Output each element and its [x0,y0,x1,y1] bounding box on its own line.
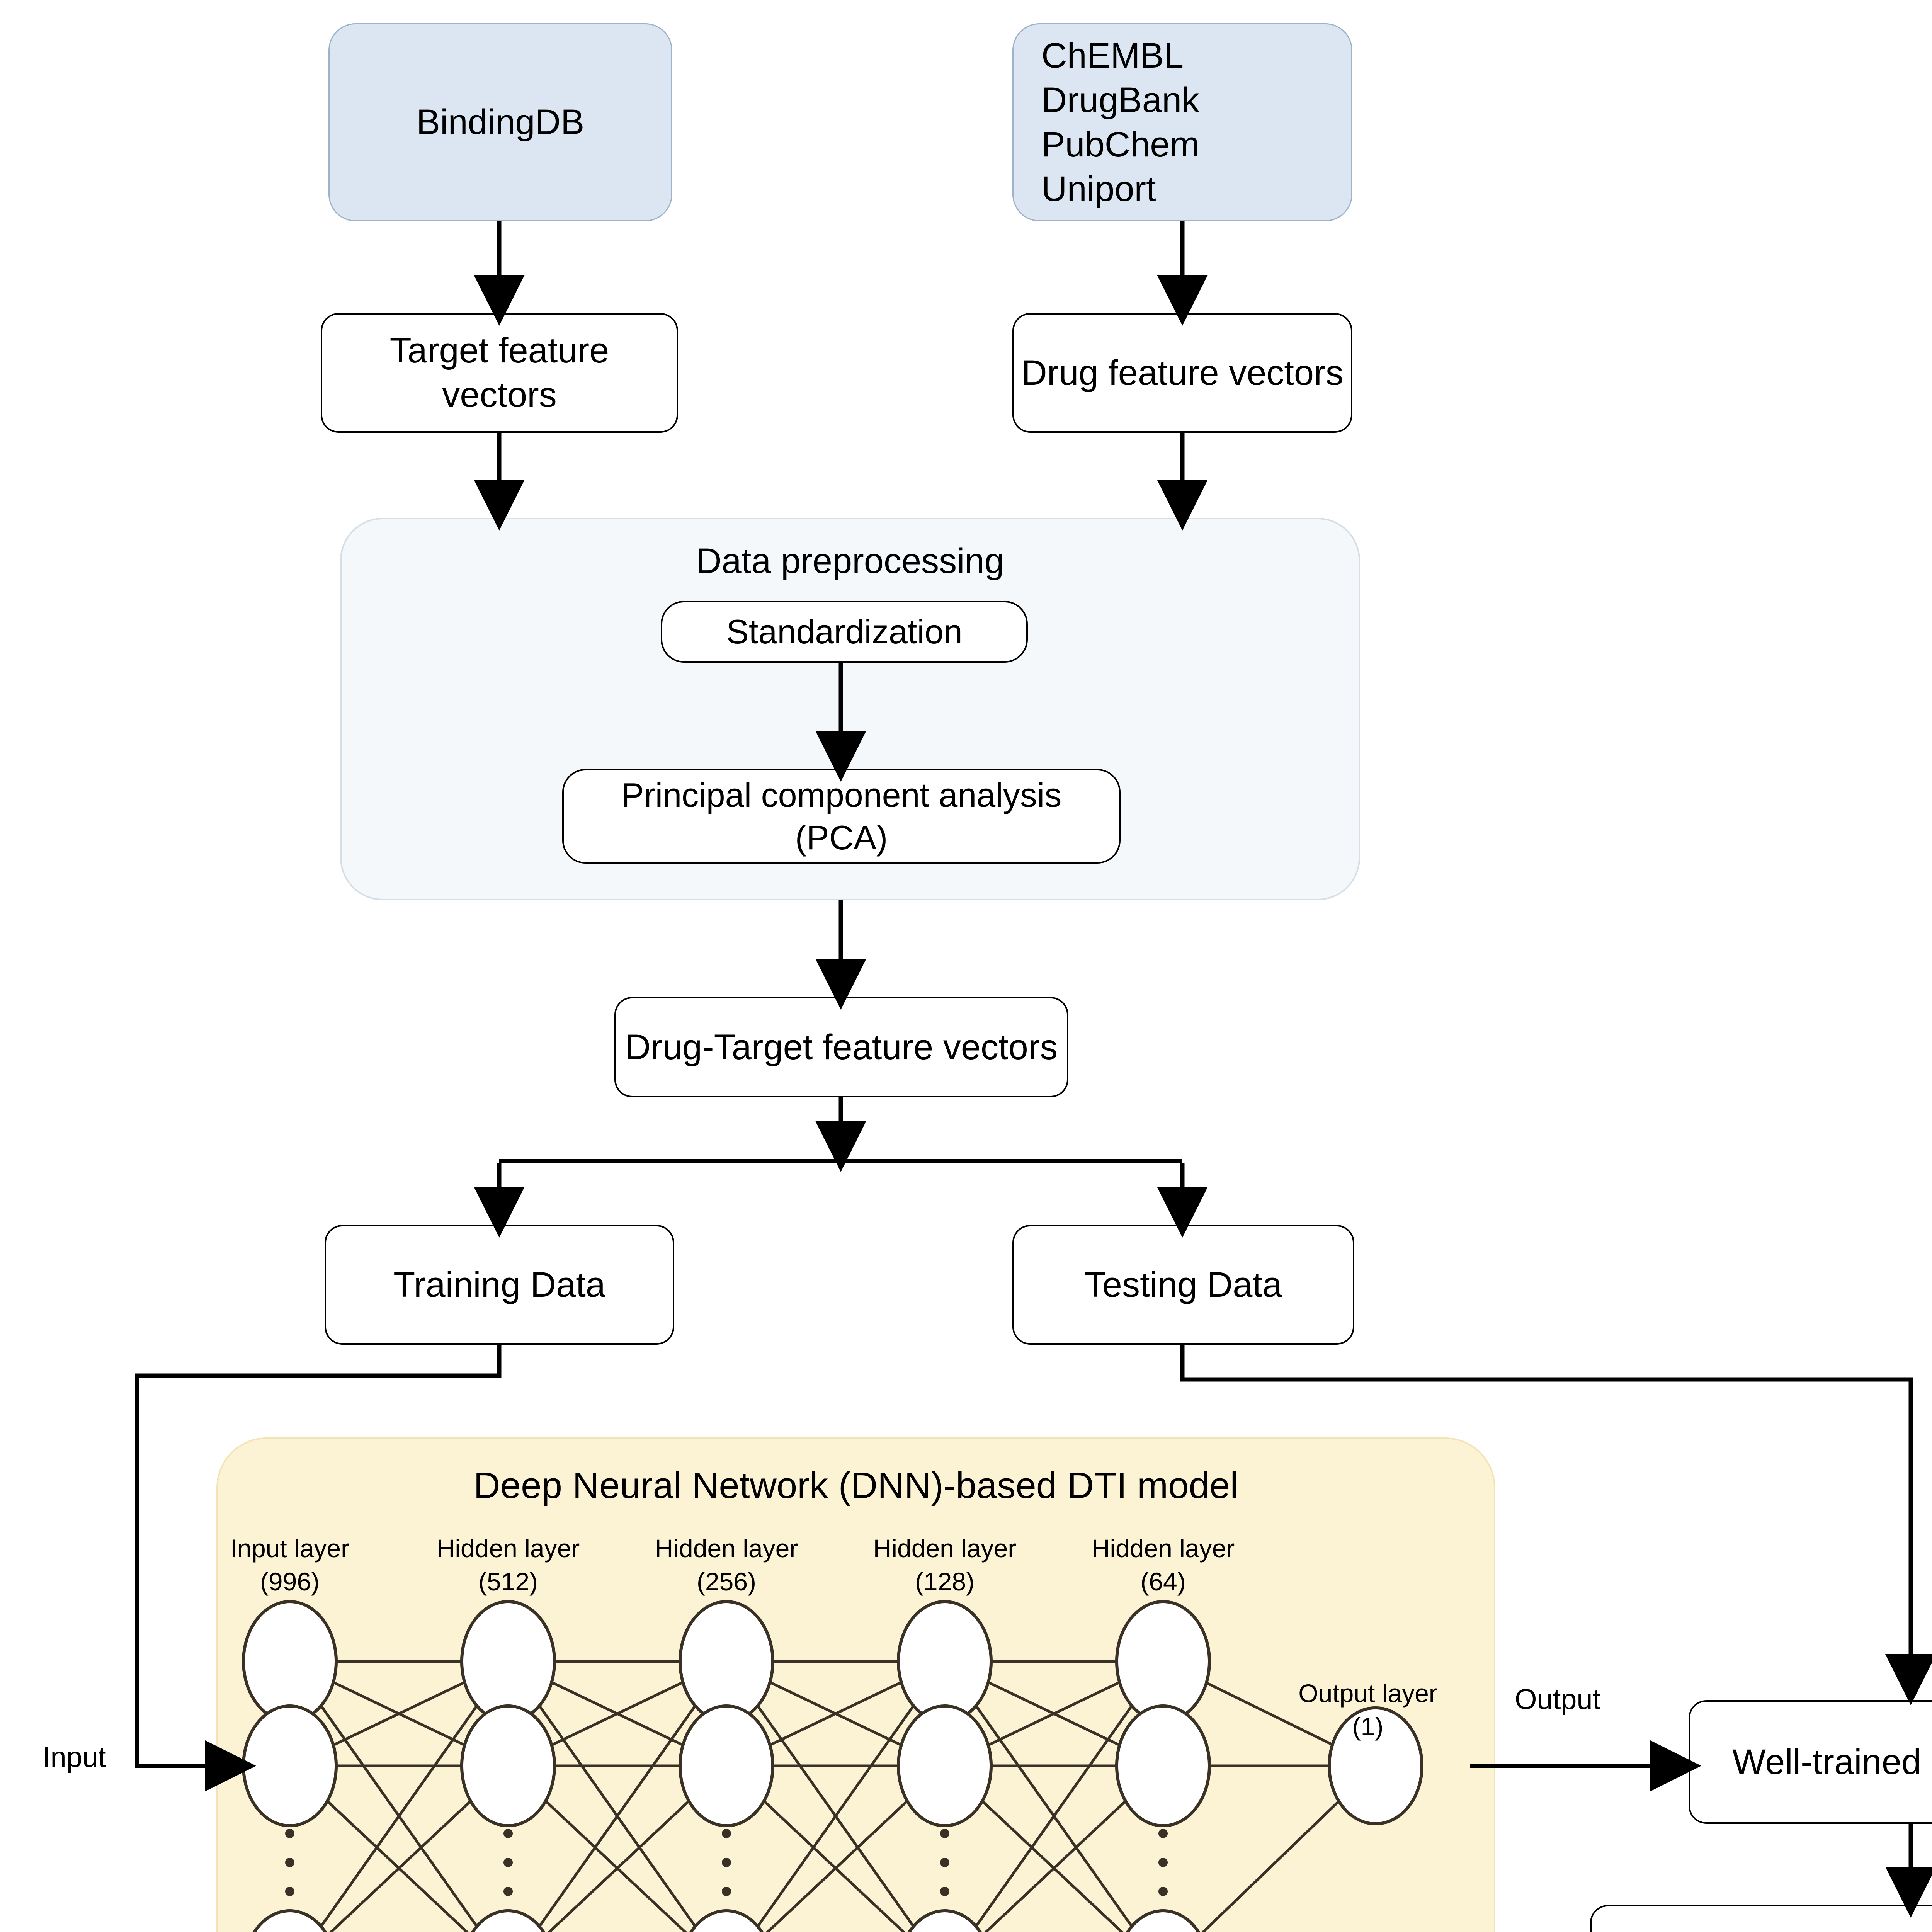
dnn-layer-label-4: Hidden layer (64) [1082,1532,1244,1599]
target-feature-vectors-label: Target feature vectors [389,331,609,415]
dnn-layer-size-2: (256) [696,1567,757,1596]
dnn-output-edge-label: Output [1515,1683,1601,1715]
testing-data-box[interactable]: Testing Data [1012,1225,1354,1345]
dnn-layer-label-1: Hidden layer (512) [427,1532,589,1599]
data-preprocessing-title: Data preprocessing [696,541,1004,581]
dnn-input-edge-label: Input [43,1741,106,1773]
dnn-output-layer-label: Output layer (1) [1287,1677,1449,1743]
source-bindingdb-box[interactable]: BindingDB [328,23,672,221]
dnn-model-title: Deep Neural Network (DNN)-based DTI mode… [473,1465,1238,1506]
well-trained-dti-model-box[interactable]: Well-trained DTI model [1689,1700,1932,1824]
standardization-box[interactable]: Standardization [661,601,1028,663]
training-data-label: Training Data [393,1265,605,1304]
dnn-layer-label-3: Hidden layer (128) [864,1532,1026,1599]
standardization-label: Standardization [726,612,963,651]
drug-feature-vectors-box[interactable]: Drug feature vectors [1012,313,1352,433]
select-drugs-box[interactable]: Select the drugs with higher probability… [1590,1905,1932,1932]
dnn-layer-size-1: (512) [478,1567,538,1596]
dnn-layer-label-0: Input layer (996) [209,1532,371,1599]
dnn-layer-name-2: Hidden layer [655,1534,798,1563]
dnn-layer-name-0: Input layer [230,1534,350,1563]
target-feature-vectors-box[interactable]: Target feature vectors [321,313,678,433]
dnn-layer-name-1: Hidden layer [436,1534,580,1563]
dnn-layer-size-3: (128) [915,1567,975,1596]
select-drugs-label: Select the drugs with higher probability… [1592,1930,1932,1932]
dnn-output-layer-name: Output layer [1298,1679,1437,1708]
dnn-output-layer-size: (1) [1352,1712,1384,1741]
source-bindingdb-label: BindingDB [416,102,585,142]
drug-target-feature-vectors-box[interactable]: Drug-Target feature vectors [614,997,1068,1097]
pca-box[interactable]: Principal component analysis(PCA) [562,769,1121,864]
well-trained-dti-model-label: Well-trained DTI model [1732,1742,1932,1782]
testing-data-label: Testing Data [1084,1265,1282,1304]
pca-label: Principal component analysis(PCA) [621,776,1062,857]
dnn-layer-name-3: Hidden layer [873,1534,1017,1563]
drug-feature-vectors-label: Drug feature vectors [1021,353,1344,393]
dnn-layer-name-4: Hidden layer [1091,1534,1235,1563]
dnn-layer-size-4: (64) [1140,1567,1186,1596]
dnn-layer-label-2: Hidden layer (256) [645,1532,808,1599]
dnn-layer-size-0: (996) [260,1567,320,1596]
training-data-box[interactable]: Training Data [325,1225,674,1345]
drug-target-feature-vectors-label: Drug-Target feature vectors [625,1027,1058,1067]
